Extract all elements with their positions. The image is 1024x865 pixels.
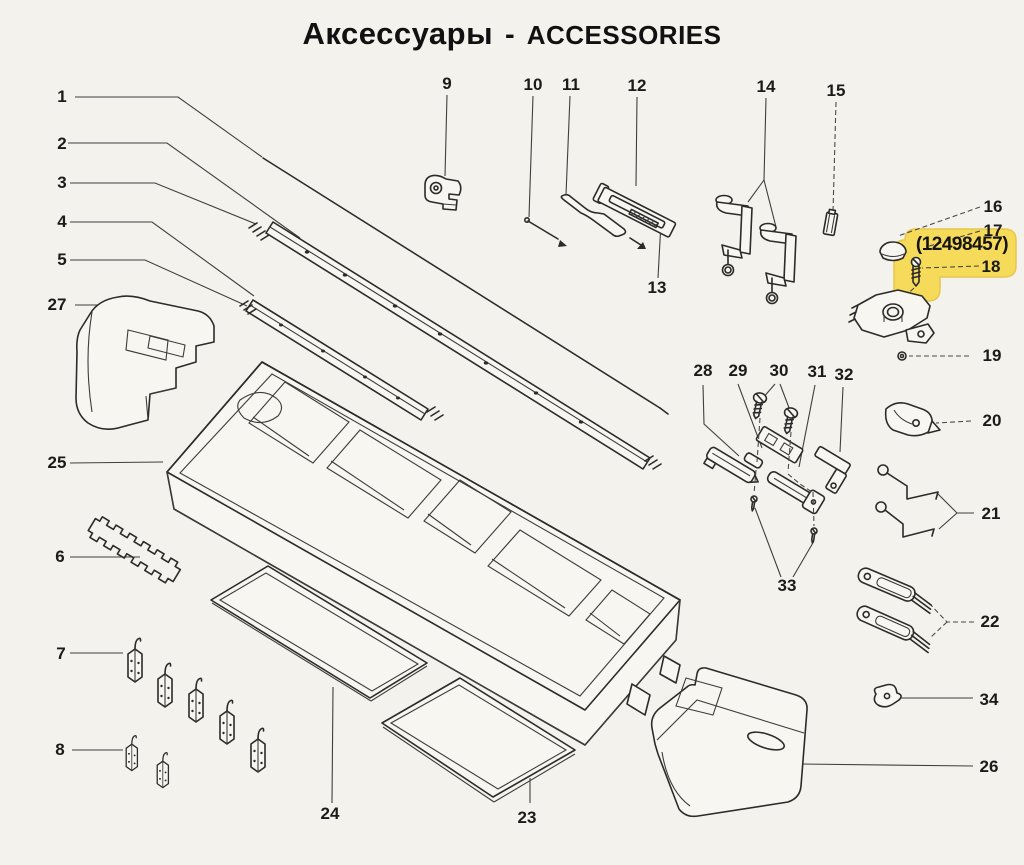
part-9-bracket xyxy=(424,174,462,211)
part-20-latch xyxy=(884,402,941,437)
part-4-rail xyxy=(245,299,444,421)
part-8-small-claw-weights xyxy=(125,735,170,789)
part-12-plate xyxy=(592,182,677,238)
part-28-bracket xyxy=(703,446,759,484)
title-english: ACCESSORIES xyxy=(526,20,722,50)
part-30-screws xyxy=(748,390,800,436)
part-32-bracket xyxy=(814,445,851,494)
part-19-washer xyxy=(897,351,907,361)
title-separator: - xyxy=(505,19,515,51)
part-6-needle-pusher-comb xyxy=(87,516,182,584)
part-30-mount-bracket xyxy=(755,425,804,464)
part-22-flat-tools xyxy=(853,565,938,654)
highlighted-part-number: (12498457) xyxy=(915,234,1009,255)
part-16-cap xyxy=(879,241,907,262)
assembly-axis-lines xyxy=(753,417,815,527)
part-23-sheet xyxy=(381,677,576,803)
part-26-cover xyxy=(650,667,808,818)
part-14-table-clamps xyxy=(715,194,797,305)
part-34-clip xyxy=(873,683,902,708)
page-title: Аксессуары - ACCESSORIES xyxy=(0,16,1024,52)
part-3-spring xyxy=(248,222,270,241)
part-15-clip xyxy=(822,208,839,237)
part-24-sheet xyxy=(210,565,428,702)
title-russian: Аксессуары xyxy=(302,16,494,51)
part-29-slide xyxy=(743,452,764,469)
part-1-rod xyxy=(262,156,669,415)
part-25-foam-tray xyxy=(166,361,681,746)
highlight-blob xyxy=(893,228,1017,302)
part-13-slider xyxy=(628,208,659,229)
part-10-pin xyxy=(523,217,567,247)
part-11-tool xyxy=(560,193,646,249)
part-7-claw-weights xyxy=(127,637,266,773)
part-21-wire-hooks xyxy=(875,464,939,538)
part-17-plate-assembly xyxy=(848,289,935,344)
part-27-cover xyxy=(75,295,215,430)
part-2-rail xyxy=(265,221,662,470)
part-31-lever xyxy=(766,471,826,515)
part-5-spring xyxy=(239,300,257,315)
